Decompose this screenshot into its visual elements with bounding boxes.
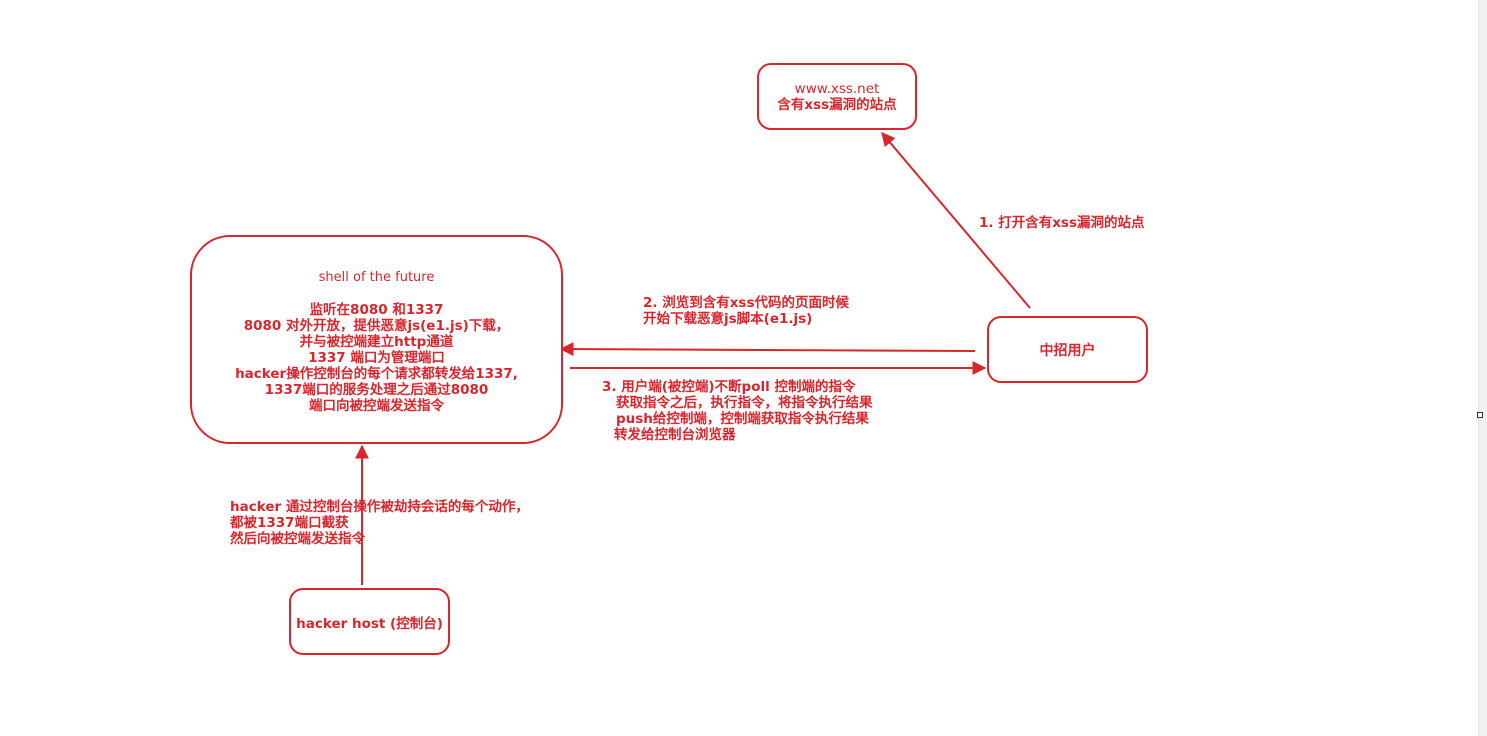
xss-site-node: www.xss.net 含有xss漏洞的站点: [757, 63, 917, 130]
step1-text: 1. 打开含有xss漏洞的站点: [979, 215, 1145, 231]
step1-label: 1. 打开含有xss漏洞的站点: [979, 215, 1145, 231]
hacker-to-shell-label: hacker 通过控制台操作被劫持会话的每个动作， 都被1337端口截获 然后向…: [230, 499, 529, 547]
resize-handle[interactable]: [1477, 412, 1483, 418]
site-description: 含有xss漏洞的站点: [777, 96, 897, 113]
step3-line: 转发给控制台浏览器: [614, 427, 736, 443]
shell-line: 1337 端口为管理端口: [308, 350, 445, 366]
step3-line: 获取指令之后，执行指令，将指令执行结果: [616, 395, 873, 411]
shell-line: 并与被控端建立http通道: [299, 334, 454, 350]
step2-line: 开始下载恶意js脚本(e1.js): [643, 311, 813, 327]
shell-title: shell of the future: [318, 270, 435, 285]
step2-line: 2. 浏览到含有xss代码的页面时候: [643, 295, 849, 311]
shell-line: 端口向被控端发送指令: [309, 398, 444, 414]
hacker-to-shell-line: hacker 通过控制台操作被劫持会话的每个动作，: [230, 499, 529, 515]
shell-line: 监听在8080 和1337: [309, 302, 444, 318]
shell-line: hacker操作控制台的每个请求都转发给1337,: [235, 366, 518, 382]
site-url: www.xss.net: [794, 80, 880, 97]
hacker-to-shell-line: 然后向被控端发送指令: [230, 531, 365, 547]
hacker-host-label: hacker host (控制台): [296, 615, 443, 632]
step3-line: push给控制端，控制端获取指令执行结果: [616, 411, 869, 427]
step3-line: 3. 用户端(被控端)不断poll 控制端的指令: [602, 379, 856, 395]
shell-line: 8080 对外开放，提供恶意js(e1.js)下载，: [243, 318, 510, 334]
hacker-to-shell-line: 都被1337端口截获: [230, 515, 349, 531]
shell-of-the-future-node: shell of the future 监听在8080 和1337 8080 对…: [190, 235, 563, 444]
shell-line: 1337端口的服务处理之后通过8080: [264, 382, 489, 398]
victim-user-node: 中招用户: [987, 316, 1148, 383]
victim-user-label: 中招用户: [1039, 342, 1096, 359]
step3-label: 3. 用户端(被控端)不断poll 控制端的指令 获取指令之后，执行指令，将指令…: [602, 379, 873, 443]
arrow-user-to-site: [881, 131, 1031, 309]
arrow-user-to-shell: [559, 342, 976, 357]
vertical-scrollbar[interactable]: [1478, 0, 1487, 736]
step2-label: 2. 浏览到含有xss代码的页面时候 开始下载恶意js脚本(e1.js): [643, 295, 849, 327]
hacker-host-node: hacker host (控制台): [289, 588, 450, 655]
